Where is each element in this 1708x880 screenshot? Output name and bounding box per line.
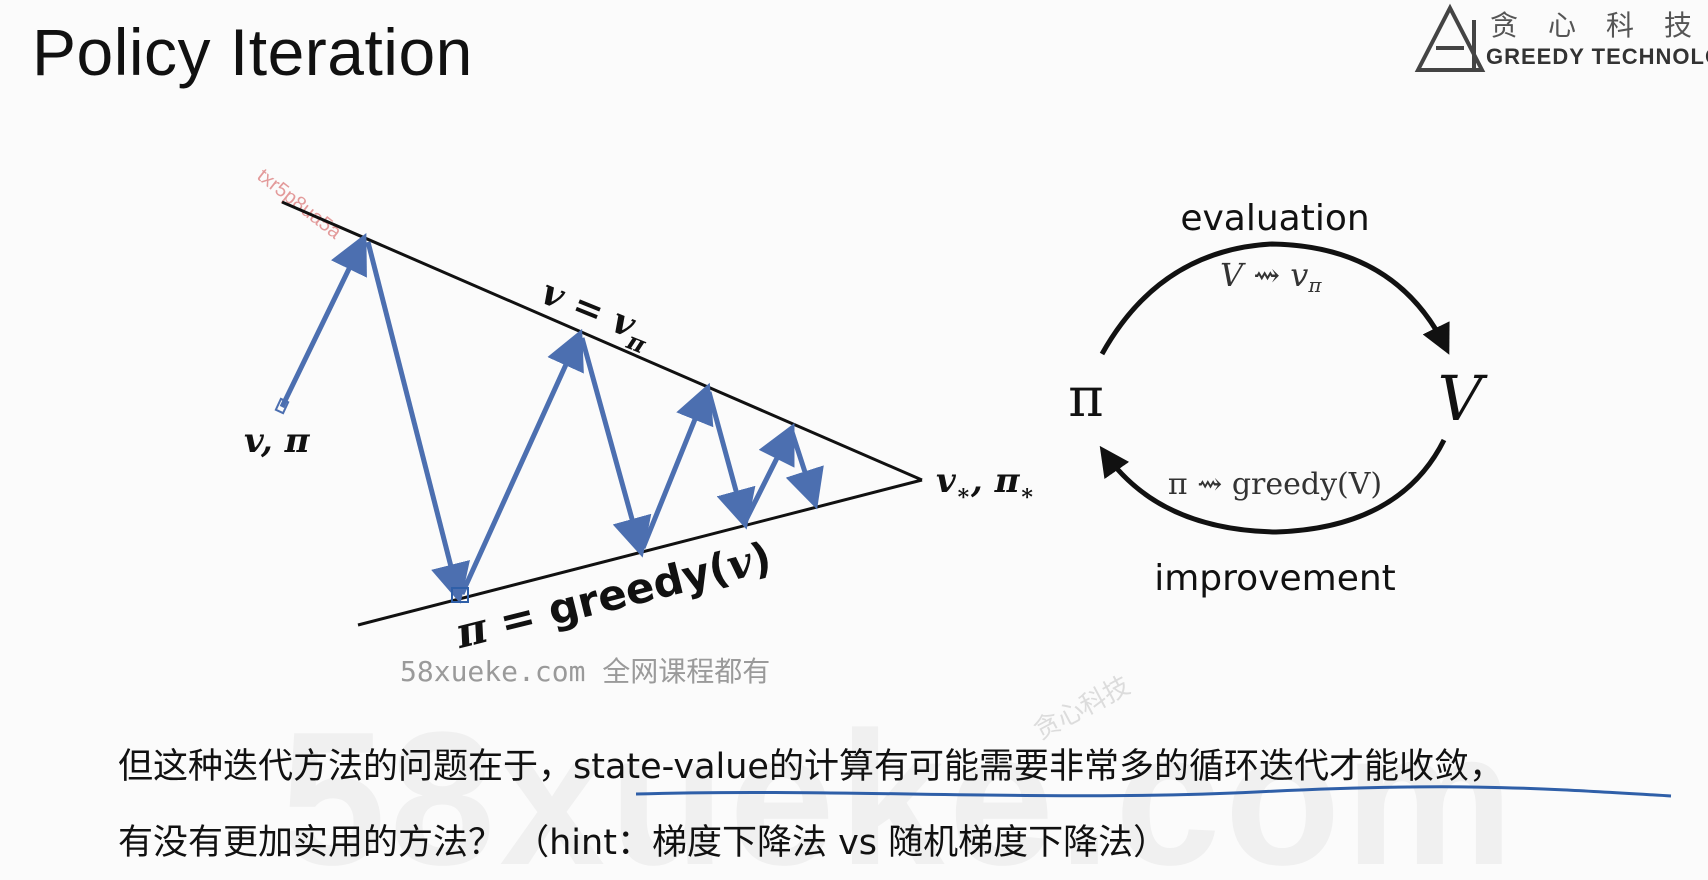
iteration-arrows [279,233,824,604]
logo-chinese-text: 贪心科技 [1490,9,1708,42]
evaluation-arc [1099,241,1450,356]
site-watermark: 58xueke.com 全网课程都有 [400,655,771,688]
value-line-label: v = vπ [533,271,658,360]
value-node: V [1438,362,1489,435]
improvement-formula: π ⇝ greedy(V) [1168,467,1382,502]
arrow-1 [279,233,367,409]
evaluation-formula: V ⇝ vπ [1220,256,1322,297]
arrow-5 [640,382,714,549]
caption-line-1: 但这种迭代方法的问题在于，state-value的计算有可能需要非常多的循环迭代… [118,747,1504,787]
start-point-marker [274,397,290,415]
arrow-2 [365,241,470,604]
arrow-7 [743,423,795,522]
logo-english-text: GREEDY TECHNOLOGY [1486,44,1708,69]
optimal-label: v∗, π∗ [936,461,1035,506]
company-logo: 贪心科技 GREEDY TECHNOLOGY [1378,0,1708,80]
big-watermark: 58xueke.com [280,690,1518,880]
policy-node: π [1068,366,1104,429]
annotation-underline [636,785,1672,798]
caption-line-2: 有没有更加实用的方法？ （hint：梯度下降法 vs 随机梯度下降法） [118,823,1169,863]
cursor-box-marker [451,587,469,603]
slide-title: Policy Iteration [32,15,473,89]
greedy-line-label: π = greedy(v) [450,532,776,658]
arrow-6 [706,391,756,530]
start-label: v, π [244,421,311,461]
arrow-4 [579,337,652,558]
evaluation-label: evaluation [1180,198,1369,239]
value-line [281,200,923,482]
arrow-3 [459,328,584,596]
rotated-watermark: txr5p8ua5a [253,165,346,244]
improvement-label: improvement [1154,558,1396,599]
logo-mark-icon [1414,3,1486,72]
improvement-arc [1099,438,1447,535]
arrow-8 [785,431,824,510]
faint-logo-watermark: 贪心科技 [1029,671,1135,746]
